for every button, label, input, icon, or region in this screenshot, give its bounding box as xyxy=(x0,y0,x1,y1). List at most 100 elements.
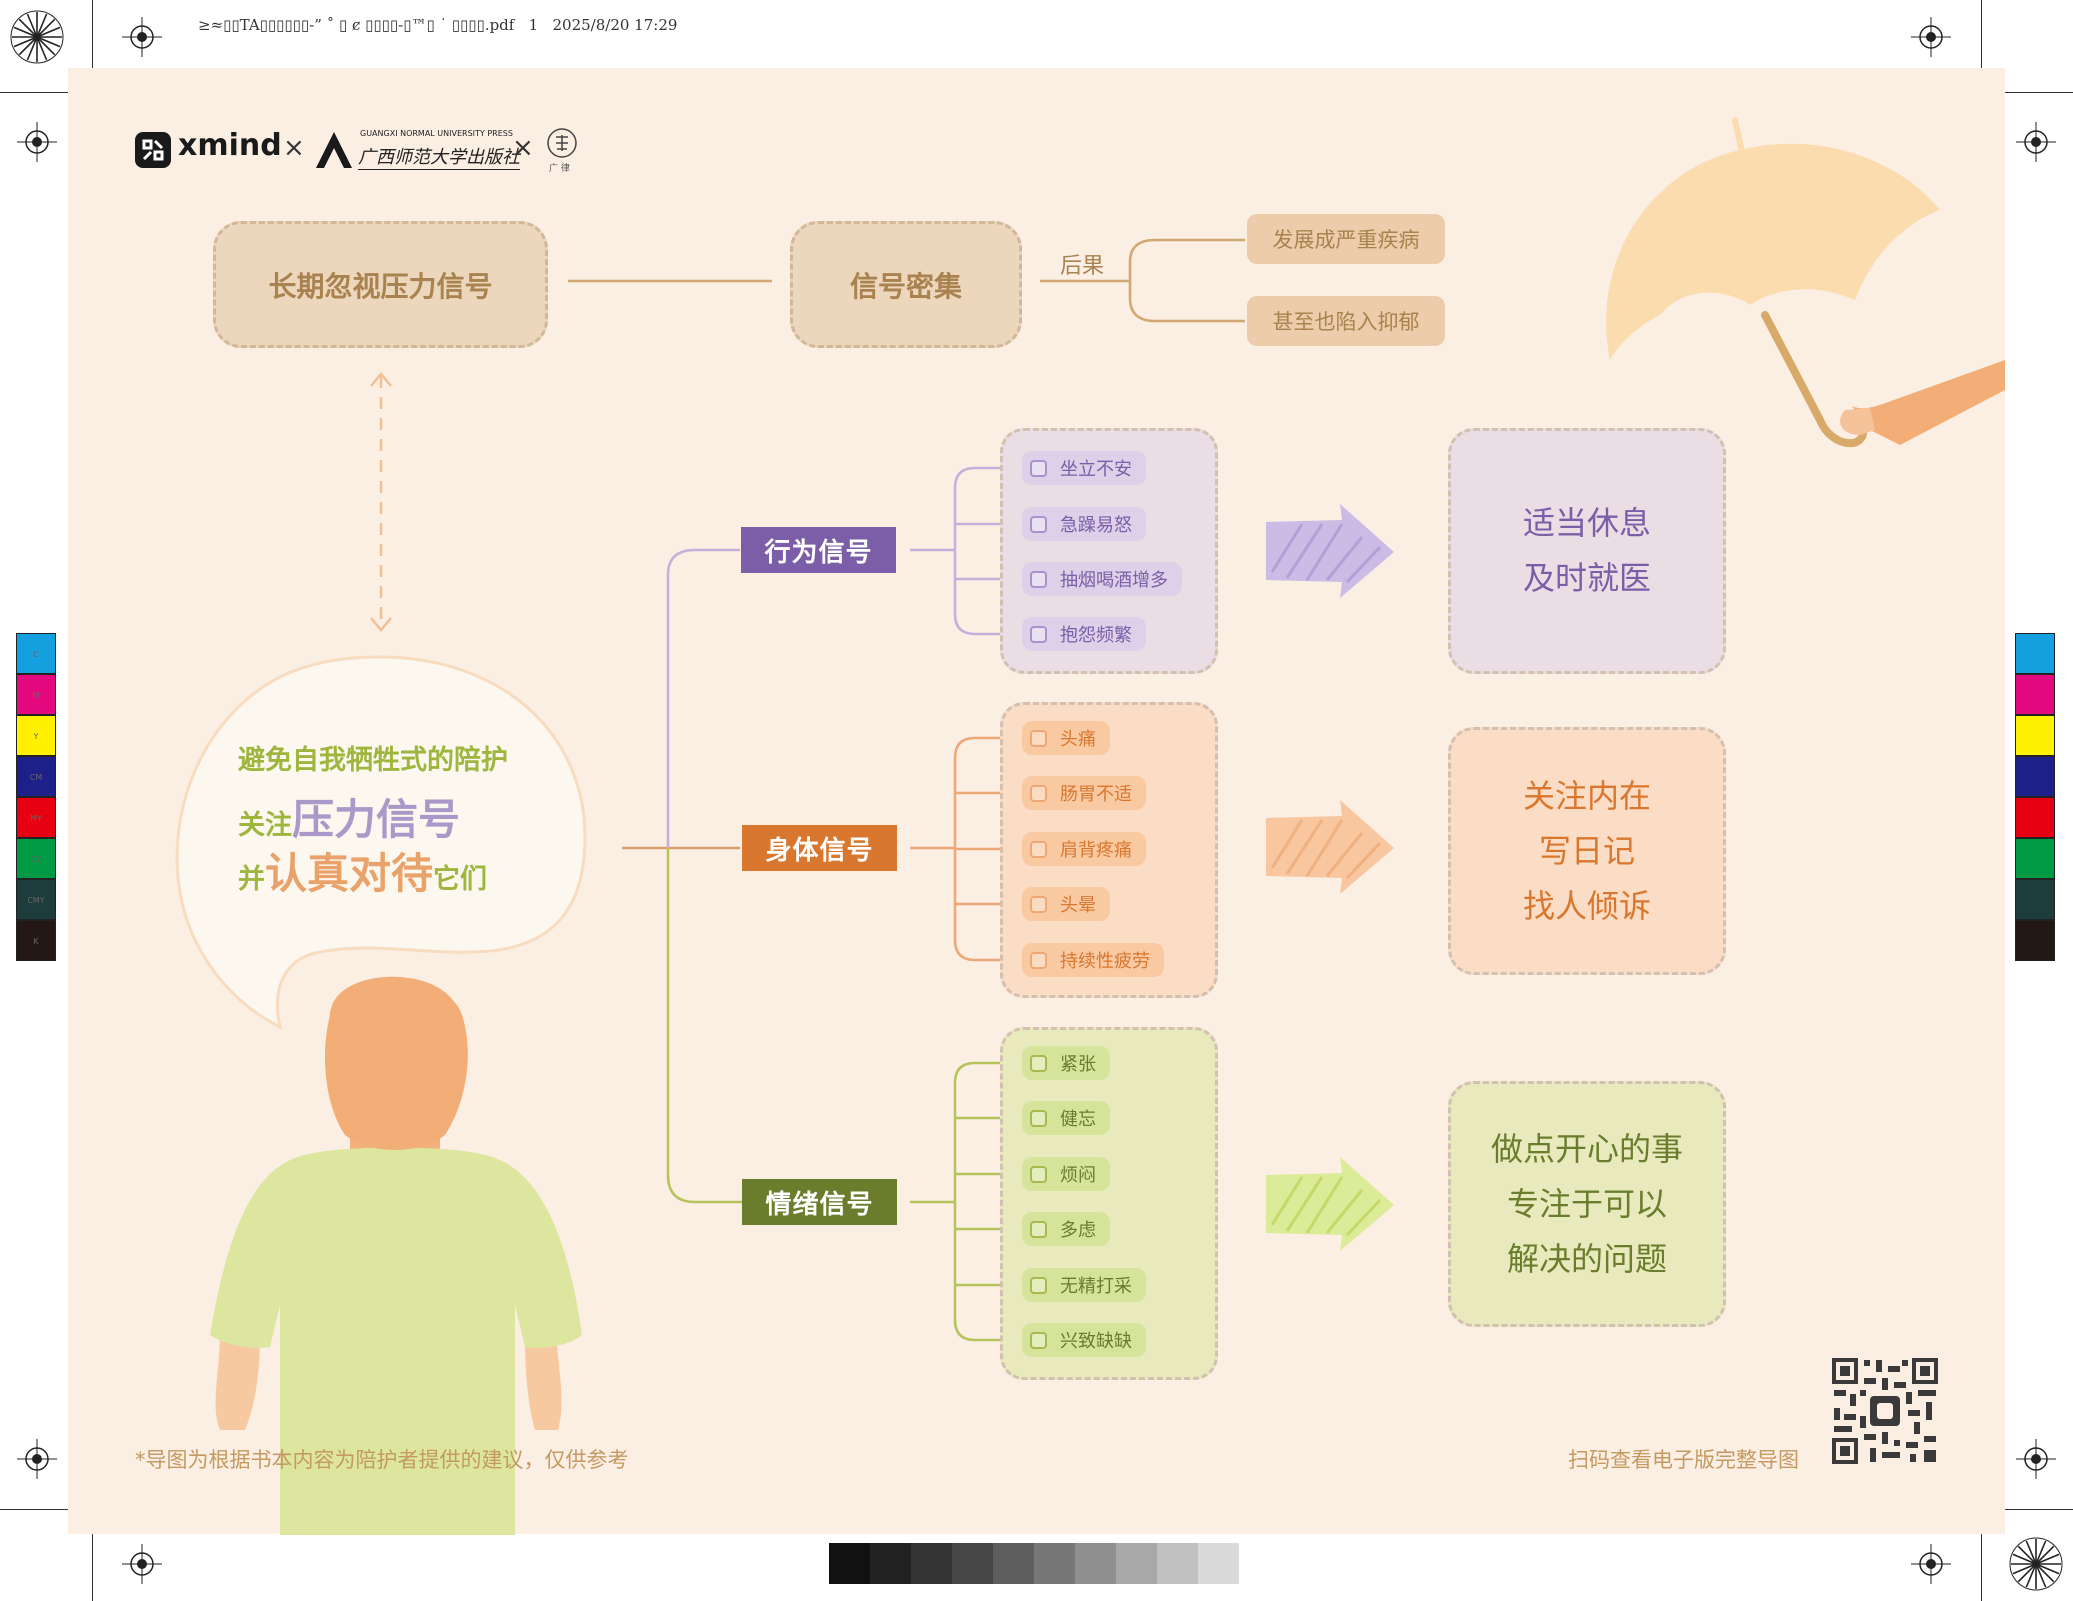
header-datetime: 2025/8/20 17:29 xyxy=(553,16,678,34)
checklist-item[interactable]: 持续性疲劳 xyxy=(1022,943,1164,977)
bubble-line2-emph: 压力信号 xyxy=(292,795,460,844)
crop-mark xyxy=(2005,92,2073,93)
checklist-item[interactable]: 健忘 xyxy=(1022,1101,1110,1135)
category-behavior-label: 行为信号 xyxy=(764,532,872,569)
header-page: 1 xyxy=(529,16,539,34)
consequence-disease: 发展成严重疾病 xyxy=(1247,214,1445,264)
result-body: 关注内在 写日记 找人倾诉 xyxy=(1448,727,1726,975)
bubble-line3-emph: 认真对待 xyxy=(265,849,433,898)
checklist-item[interactable]: 多虑 xyxy=(1022,1212,1110,1246)
checkbox-icon[interactable] xyxy=(1030,626,1047,643)
result-emotion: 做点开心的事 专注于可以 解决的问题 xyxy=(1448,1081,1726,1327)
bubble-line2-prefix: 关注 xyxy=(238,810,292,841)
crop-mark xyxy=(92,1534,93,1601)
checkbox-icon[interactable] xyxy=(1030,1221,1047,1238)
press-mountain-logo-icon xyxy=(314,130,354,170)
checkbox-icon[interactable] xyxy=(1030,1277,1047,1294)
registration-mark-icon xyxy=(122,1544,162,1584)
bubble-line3-prefix: 并 xyxy=(238,864,265,895)
result-behavior: 适当休息 及时就医 xyxy=(1448,428,1726,674)
item-label: 烦闷 xyxy=(1060,1161,1096,1187)
qr-code-icon[interactable] xyxy=(1830,1356,1940,1466)
result-line: 做点开心的事 xyxy=(1491,1122,1683,1177)
color-patch: CM xyxy=(16,756,56,797)
result-line: 解决的问题 xyxy=(1507,1232,1667,1287)
gray-patch xyxy=(1075,1543,1116,1584)
checklist-item[interactable]: 肠胃不适 xyxy=(1022,776,1146,810)
item-label: 无精打采 xyxy=(1060,1272,1132,1298)
item-label: 坐立不安 xyxy=(1060,455,1132,481)
checkbox-icon[interactable] xyxy=(1030,1055,1047,1072)
crop-mark xyxy=(1981,0,1982,68)
registration-mark-icon xyxy=(122,17,162,57)
gray-patch xyxy=(911,1543,952,1584)
category-behavior: 行为信号 xyxy=(741,527,896,573)
print-header: ≥≈▯▯TA▯▯▯▯▯▯-” ˚ ▯ ȼ ▯▯▯▯-▯™▯ ˙ ▯▯▯▯.pdf… xyxy=(198,16,677,34)
color-patch xyxy=(2015,879,2055,920)
color-patch: CY xyxy=(16,838,56,879)
press-name-en: GUANGXI NORMAL UNIVERSITY PRESS xyxy=(360,129,513,138)
registration-mark-icon xyxy=(2016,1439,2056,1479)
item-label: 多虑 xyxy=(1060,1216,1096,1242)
item-label: 持续性疲劳 xyxy=(1060,947,1150,973)
color-patch: K xyxy=(16,920,56,961)
checkbox-icon[interactable] xyxy=(1030,1166,1047,1183)
times-sign-2: × xyxy=(512,133,534,163)
gray-patch xyxy=(870,1543,911,1584)
gray-patch xyxy=(829,1543,870,1584)
checklist-item[interactable]: 兴致缺缺 xyxy=(1022,1323,1146,1357)
item-label: 紧张 xyxy=(1060,1050,1096,1076)
checklist-item[interactable]: 头痛 xyxy=(1022,721,1110,755)
checkbox-icon[interactable] xyxy=(1030,516,1047,533)
color-patch: C xyxy=(16,633,56,674)
item-label: 头痛 xyxy=(1060,725,1096,751)
checkbox-icon[interactable] xyxy=(1030,730,1047,747)
gray-patch xyxy=(1157,1543,1198,1584)
seal-caption: 广 律 xyxy=(549,161,570,174)
node-ignore-signals: 长期忽视压力信号 xyxy=(213,221,548,348)
item-label: 肩背疼痛 xyxy=(1060,836,1132,862)
checkbox-icon[interactable] xyxy=(1030,896,1047,913)
qr-caption: 扫码查看电子版完整导图 xyxy=(1568,1444,1799,1474)
edge-label-consequence: 后果 xyxy=(1060,248,1104,280)
checkbox-icon[interactable] xyxy=(1030,460,1047,477)
item-label: 急躁易怒 xyxy=(1060,511,1132,537)
node-ignore-signals-label: 长期忽视压力信号 xyxy=(268,265,492,305)
starburst-mark-icon xyxy=(10,10,64,64)
checkbox-icon[interactable] xyxy=(1030,1110,1047,1127)
checklist-item[interactable]: 头晕 xyxy=(1022,887,1110,921)
xmind-logo-icon xyxy=(135,132,171,168)
checklist-item[interactable]: 烦闷 xyxy=(1022,1157,1110,1191)
checkbox-icon[interactable] xyxy=(1030,841,1047,858)
result-line: 适当休息 xyxy=(1523,496,1651,551)
checklist-item[interactable]: 无精打采 xyxy=(1022,1268,1146,1302)
checkbox-icon[interactable] xyxy=(1030,1332,1047,1349)
color-patch xyxy=(2015,797,2055,838)
color-patch xyxy=(2015,756,2055,797)
checklist-item[interactable]: 紧张 xyxy=(1022,1046,1110,1080)
item-label: 抽烟喝酒增多 xyxy=(1060,566,1168,592)
arrow-right-icon xyxy=(1262,798,1397,896)
gray-patch xyxy=(952,1543,993,1584)
checkbox-icon[interactable] xyxy=(1030,571,1047,588)
color-patch xyxy=(2015,633,2055,674)
checkbox-icon[interactable] xyxy=(1030,952,1047,969)
checklist-item[interactable]: 坐立不安 xyxy=(1022,451,1146,485)
bubble-line3-suffix: 它们 xyxy=(433,864,487,895)
item-label: 头晕 xyxy=(1060,891,1096,917)
gray-patch xyxy=(1034,1543,1075,1584)
checkbox-icon[interactable] xyxy=(1030,785,1047,802)
category-body-label: 身体信号 xyxy=(765,830,873,867)
bubble-line2: 关注压力信号 xyxy=(238,786,460,847)
footnote: *导图为根据书本内容为陪护者提供的建议，仅供参考 xyxy=(135,1444,629,1474)
checklist-item[interactable]: 抱怨频繁 xyxy=(1022,617,1146,651)
bubble-line1: 避免自我牺牲式的陪护 xyxy=(238,738,508,777)
color-patch: M xyxy=(16,674,56,715)
checklist-item[interactable]: 急躁易怒 xyxy=(1022,507,1146,541)
checklist-item[interactable]: 肩背疼痛 xyxy=(1022,832,1146,866)
checklist-item[interactable]: 抽烟喝酒增多 xyxy=(1022,562,1182,596)
result-line: 专注于可以 xyxy=(1507,1177,1667,1232)
registration-mark-icon xyxy=(17,1439,57,1479)
crop-mark xyxy=(92,0,93,68)
press-name-cn: 广西师范大学出版社 xyxy=(358,143,520,170)
